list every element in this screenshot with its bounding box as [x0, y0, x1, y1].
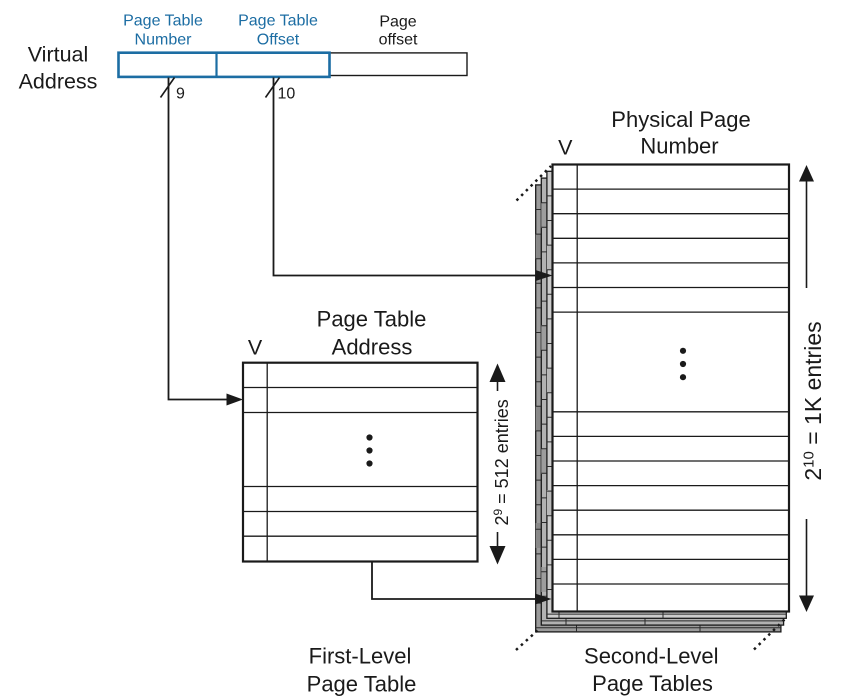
svg-text:Address: Address	[332, 335, 413, 360]
svg-text:V: V	[558, 136, 573, 160]
svg-text:First-Level: First-Level	[309, 644, 412, 669]
svg-text:Virtual: Virtual	[28, 43, 89, 67]
svg-text:Page Table: Page Table	[307, 672, 417, 697]
svg-text:Page Tables: Page Tables	[592, 671, 713, 696]
svg-text:Number: Number	[640, 134, 718, 159]
svg-text:Page Table: Page Table	[238, 12, 318, 29]
svg-text:Second-Level: Second-Level	[584, 644, 719, 669]
svg-text:29 = 512 entries: 29 = 512 entries	[491, 399, 512, 525]
svg-text:Page Table: Page Table	[317, 307, 427, 332]
svg-text:offset: offset	[379, 31, 418, 48]
svg-text:10: 10	[278, 86, 296, 103]
svg-text:210 = 1K entries: 210 = 1K entries	[800, 321, 826, 480]
svg-text:Address: Address	[19, 69, 98, 93]
svg-text:Offset: Offset	[257, 32, 300, 49]
svg-text:Number: Number	[135, 32, 193, 49]
svg-text:Page: Page	[379, 14, 416, 31]
svg-text:Page Table: Page Table	[123, 12, 203, 29]
svg-text:V: V	[248, 336, 263, 360]
svg-text:9: 9	[176, 86, 185, 103]
svg-text:Physical Page: Physical Page	[611, 107, 750, 132]
